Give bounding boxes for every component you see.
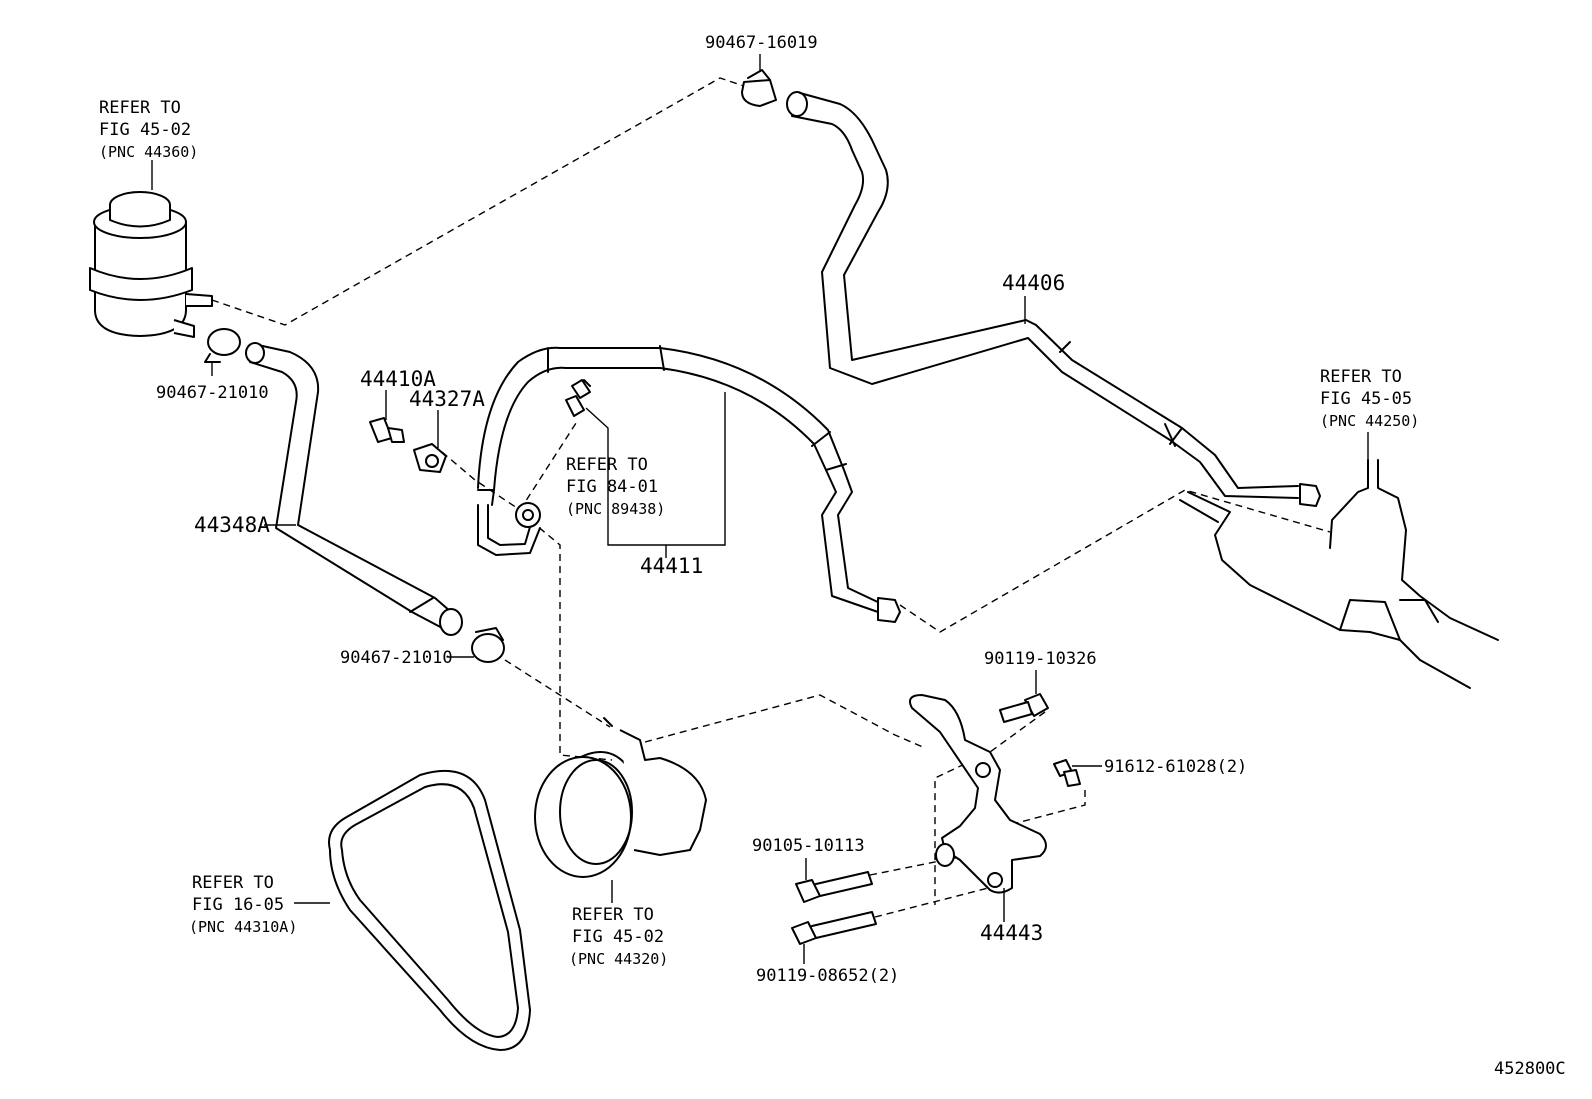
clamp-icon-top	[741, 69, 777, 107]
bolt-icon-a	[999, 693, 1049, 723]
ref-belt-line2: FIG 16-05	[192, 895, 284, 915]
ref-gear-line2: FIG 45-05	[1320, 389, 1412, 409]
label-bolt-c[interactable]: 90105-10113	[752, 836, 865, 856]
ref-sensor-line1: REFER TO	[566, 455, 648, 475]
ref-reservoir-line3: (PNC 44360)	[99, 143, 198, 161]
ref-pump-line1: REFER TO	[572, 905, 654, 925]
ref-block-pump[interactable]: REFER TO FIG 45-02 (PNC 44320)	[569, 905, 668, 968]
v-belt	[328, 769, 531, 1051]
ref-reservoir-line1: REFER TO	[99, 98, 181, 118]
label-clamp-left[interactable]: 90467-21010	[156, 383, 269, 403]
ref-pump-line3: (PNC 44320)	[569, 950, 668, 968]
ref-pump-line2: FIG 45-02	[572, 927, 664, 947]
ref-block-belt[interactable]: REFER TO FIG 16-05 (PNC 44310A)	[189, 873, 297, 936]
label-clamp-top[interactable]: 90467-16019	[705, 33, 818, 53]
ref-gear-line1: REFER TO	[1320, 367, 1402, 387]
pressure-hose	[477, 345, 901, 623]
label-union-bolt[interactable]: 44410A	[360, 367, 436, 391]
label-pressure-hose[interactable]: 44411	[640, 554, 703, 578]
pressure-sensor-fitting	[565, 379, 591, 417]
bolt-icon-c	[795, 871, 873, 903]
figure-id: 452800C	[1494, 1059, 1566, 1079]
ref-block-gear[interactable]: REFER TO FIG 45-05 (PNC 44250)	[1320, 367, 1419, 430]
reservoir-tank	[89, 191, 213, 338]
ref-belt-line3: (PNC 44310A)	[189, 918, 297, 936]
label-bolt-d[interactable]: 90119-08652(2)	[756, 966, 899, 986]
label-suction-hose[interactable]: 44348A	[194, 513, 270, 537]
ref-sensor-line2: FIG 84-01	[566, 477, 658, 497]
leader-lines	[151, 54, 1369, 964]
label-return-tube[interactable]: 44406	[1002, 271, 1065, 295]
bolt-icon-d	[791, 911, 877, 945]
suction-hose	[245, 342, 463, 636]
bolt-icon-b	[1053, 759, 1081, 787]
ref-reservoir-line2: FIG 45-02	[99, 120, 191, 140]
return-tube	[786, 91, 1321, 507]
ref-gear-line3: (PNC 44250)	[1320, 412, 1419, 430]
label-clamp-mid[interactable]: 90467-21010	[340, 648, 453, 668]
label-bolt-a[interactable]: 90119-10326	[984, 649, 1097, 669]
clamp-icon-mid	[471, 627, 505, 663]
union-bolt-icon	[369, 417, 405, 443]
label-bolt-b[interactable]: 91612-61028(2)	[1104, 757, 1247, 777]
label-gasket[interactable]: 44327A	[409, 387, 485, 411]
gasket-icon	[413, 443, 447, 473]
clamp-icon-left	[204, 328, 241, 363]
pump-bracket	[909, 694, 1047, 894]
ref-block-sensor[interactable]: REFER TO FIG 84-01 (PNC 89438)	[566, 455, 665, 518]
label-bracket[interactable]: 44443	[980, 921, 1043, 945]
power-steering-pump	[534, 717, 707, 878]
steering-gear	[1179, 459, 1499, 689]
assembly-dashed-lines	[211, 77, 1331, 918]
union-fitting-icon	[515, 502, 541, 528]
ref-belt-line1: REFER TO	[192, 873, 274, 893]
ref-block-reservoir[interactable]: REFER TO FIG 45-02 (PNC 44360)	[99, 98, 198, 161]
ref-sensor-line3: (PNC 89438)	[566, 500, 665, 518]
